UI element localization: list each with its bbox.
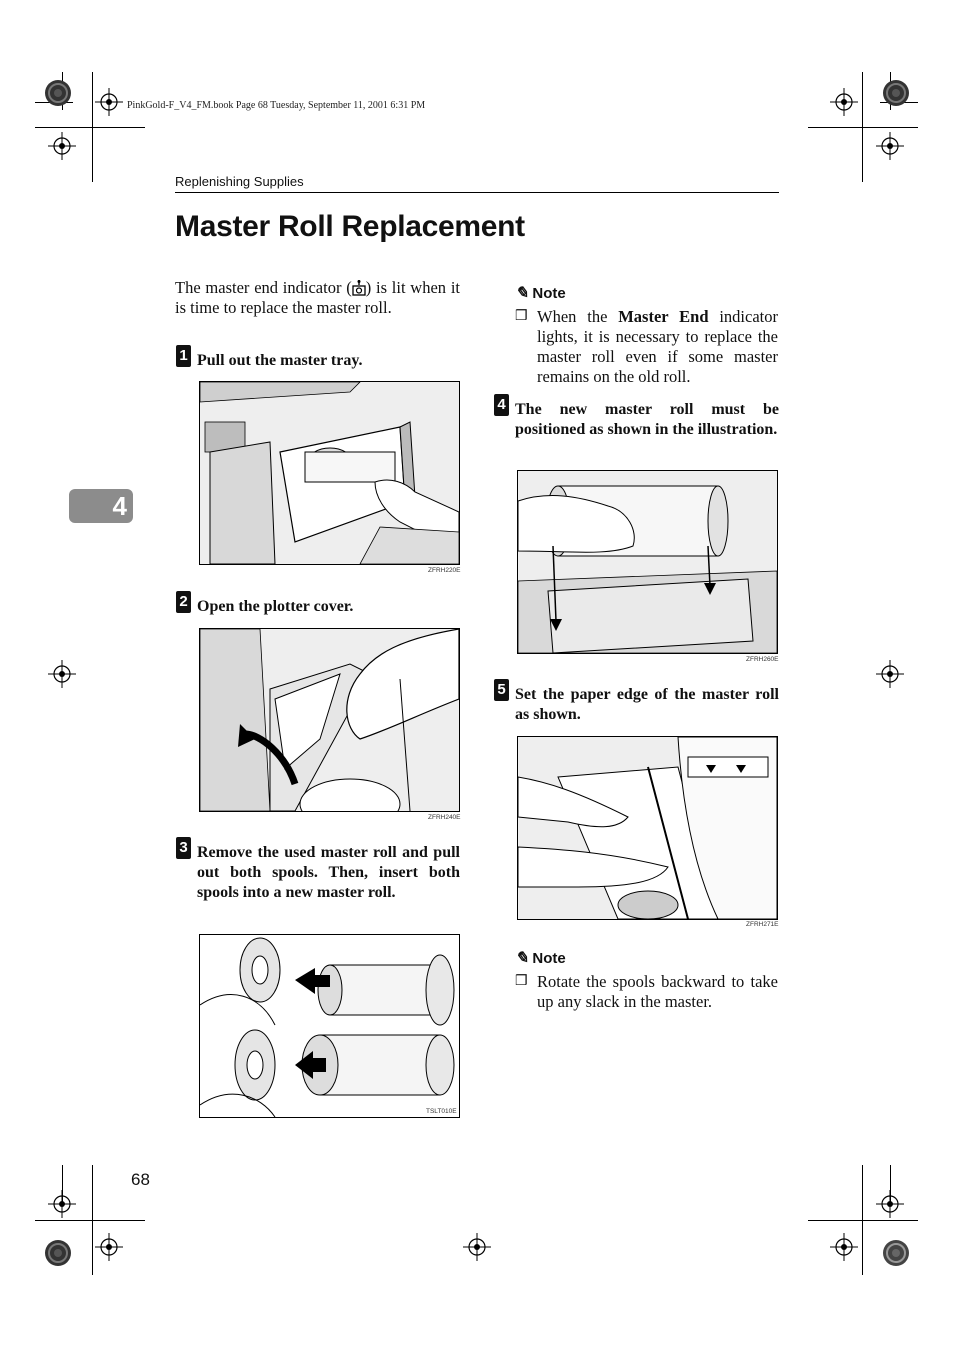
registration-target-icon (95, 88, 123, 116)
header-rule (175, 192, 779, 193)
pencil-icon: ✎ (515, 285, 529, 302)
figure-pull-out-master-tray (199, 381, 460, 565)
note-heading: ✎Note (515, 950, 566, 967)
step-text: Open the plotter cover. (197, 598, 354, 615)
page-number: 68 (131, 1170, 150, 1189)
figure-open-plotter-cover (199, 628, 460, 812)
page-title: Master Roll Replacement (175, 210, 525, 243)
note-item: ❒ When the Master End indicator lights, … (515, 307, 778, 386)
registration-target-icon (48, 660, 76, 688)
step-number: 1 (176, 345, 191, 367)
crop-mark-icon (35, 1220, 145, 1221)
intro-before: The master end indicator ( (175, 278, 352, 297)
step-number: 2 (176, 591, 191, 613)
registration-target-icon (876, 132, 904, 160)
figure-insert-spools (199, 934, 460, 1118)
crop-mark-icon (62, 1165, 63, 1203)
registration-target-icon (876, 1190, 904, 1218)
figure-code: ZFRH271E (746, 921, 779, 928)
registration-target-icon (48, 132, 76, 160)
color-bar-icon (883, 1240, 909, 1266)
color-bar-icon (45, 80, 71, 106)
step-number: 5 (494, 679, 509, 701)
checkbox-icon: ❒ (515, 974, 528, 989)
registration-target-icon (830, 88, 858, 116)
intro-paragraph: The master end indicator () is lit when … (175, 278, 460, 318)
registration-target-icon (830, 1233, 858, 1261)
note-heading: ✎Note (515, 285, 566, 302)
master-end-label: Master End (618, 307, 709, 326)
step-text: The new master roll must be positioned a… (515, 401, 779, 438)
chapter-number: 4 (112, 491, 127, 521)
registration-target-icon (876, 660, 904, 688)
registration-target-icon (48, 1190, 76, 1218)
step-number: 3 (176, 837, 191, 859)
step-text: Pull out the master tray. (197, 352, 363, 369)
step-text: Set the paper edge of the master roll as… (515, 686, 779, 723)
figure-code: ZFRH240E (428, 814, 461, 821)
checkbox-icon: ❒ (515, 309, 528, 324)
figure-code: ZFRH260E (746, 656, 779, 663)
color-bar-icon (883, 80, 909, 106)
note-item: ❒ Rotate the spools backward to take up … (515, 972, 778, 1011)
registration-target-icon (95, 1233, 123, 1261)
figure-position-master-roll (517, 470, 778, 654)
figure-set-paper-edge (517, 736, 778, 920)
crop-mark-icon (890, 1165, 891, 1203)
intro-after: ) is lit when it is time to replace the … (175, 278, 460, 317)
step-text: Remove the used master roll and pull out… (197, 844, 460, 901)
pencil-icon: ✎ (515, 950, 529, 967)
running-header: Replenishing Supplies (175, 174, 304, 189)
crop-mark-icon (808, 127, 918, 128)
step-number: 4 (494, 394, 509, 416)
print-info: PinkGold-F_V4_FM.book Page 68 Tuesday, S… (127, 100, 426, 111)
crop-mark-icon (35, 127, 145, 128)
chapter-tab: 4 (69, 489, 133, 523)
master-end-indicator-icon (352, 280, 366, 296)
color-bar-icon (45, 1240, 71, 1266)
crop-mark-icon (808, 1220, 918, 1221)
figure-code: ZFRH220E (428, 567, 461, 574)
figure-code: TSLT010E (426, 1108, 457, 1115)
registration-target-icon (463, 1233, 491, 1261)
